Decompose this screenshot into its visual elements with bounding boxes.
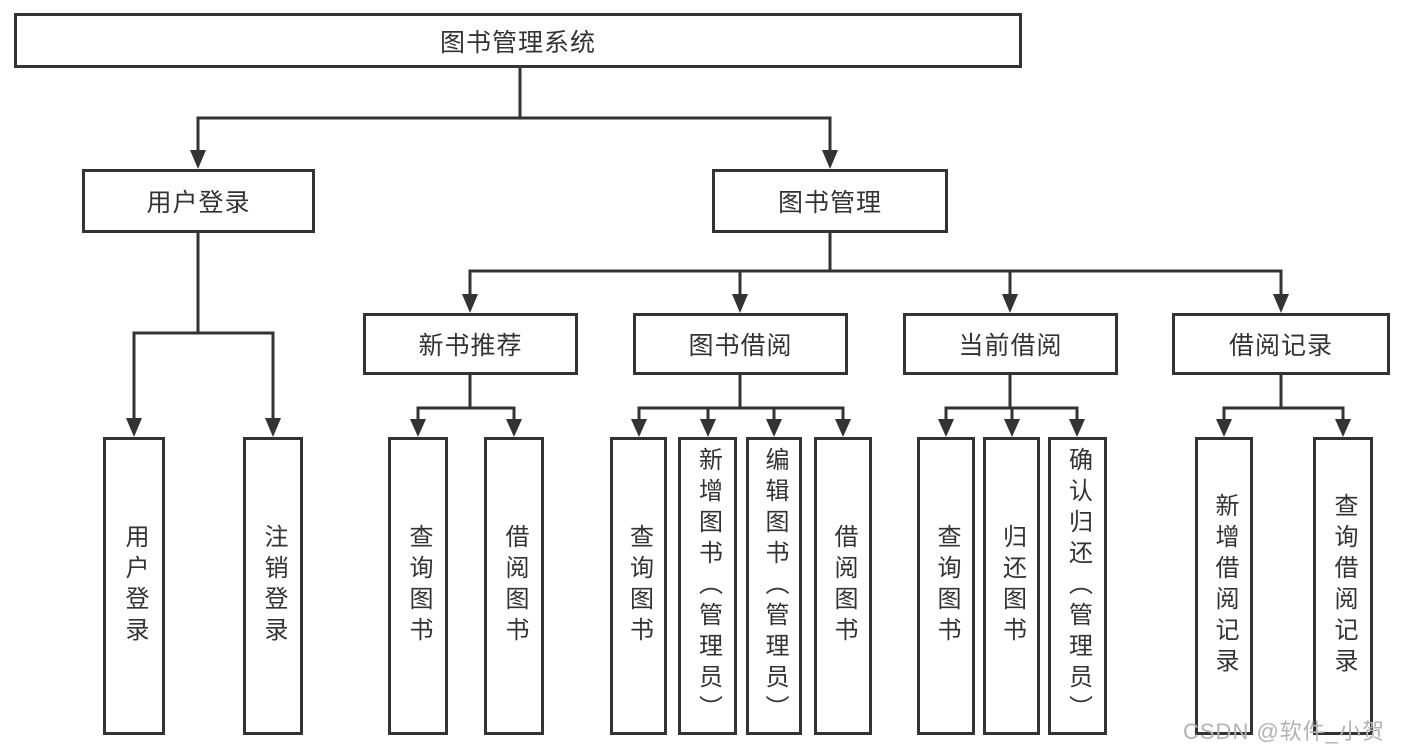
leaf-nb-query-books: 查询图书 bbox=[388, 437, 448, 735]
node-borrowing-records: 借阅记录 bbox=[1172, 313, 1390, 375]
arrow-down-icon bbox=[1002, 294, 1018, 313]
watermark: CSDN @软件_小贺同学 bbox=[1183, 719, 1386, 744]
leaf-bb-add-book-admin: 新增图书（管理员） bbox=[678, 437, 737, 735]
arrow-down-icon bbox=[822, 150, 838, 169]
arrow-down-icon bbox=[190, 150, 206, 169]
node-new-book-recommendation: 新书推荐 bbox=[363, 313, 578, 375]
node-book-borrowing: 图书借阅 bbox=[633, 313, 848, 375]
arrow-down-icon bbox=[732, 294, 748, 313]
leaf-cb-confirm-return-admin: 确认归还（管理员） bbox=[1048, 437, 1107, 735]
arrow-down-icon bbox=[835, 419, 851, 437]
leaf-logout: 注销登录 bbox=[243, 437, 303, 735]
leaf-bb-edit-book-admin: 编辑图书（管理员） bbox=[746, 437, 802, 735]
node-root: 图书管理系统 bbox=[14, 13, 1022, 68]
arrow-down-icon bbox=[265, 418, 281, 437]
arrow-down-icon bbox=[938, 419, 954, 437]
arrow-down-icon bbox=[1004, 419, 1020, 437]
arrow-down-icon bbox=[410, 419, 426, 437]
node-user-login: 用户登录 bbox=[82, 169, 315, 233]
leaf-nb-borrow-books: 借阅图书 bbox=[484, 437, 544, 735]
arrow-down-icon bbox=[1335, 419, 1351, 437]
arrow-down-icon bbox=[1273, 294, 1289, 313]
node-book-management: 图书管理 bbox=[712, 169, 948, 233]
arrow-down-icon bbox=[1069, 419, 1085, 437]
arrow-down-icon bbox=[1216, 419, 1232, 437]
leaf-user-login: 用户登录 bbox=[103, 437, 165, 735]
leaf-cb-query-books: 查询图书 bbox=[917, 437, 975, 735]
leaf-cb-return-books: 归还图书 bbox=[983, 437, 1040, 735]
leaf-bb-borrow-books: 借阅图书 bbox=[814, 437, 872, 735]
arrow-down-icon bbox=[631, 419, 647, 437]
arrow-down-icon bbox=[462, 294, 478, 313]
leaf-br-query-borrow-record: 查询借阅记录 bbox=[1313, 437, 1373, 735]
arrow-down-icon bbox=[700, 419, 716, 437]
leaf-br-add-borrow-record: 新增借阅记录 bbox=[1195, 437, 1253, 735]
arrow-down-icon bbox=[766, 419, 782, 437]
arrow-down-icon bbox=[506, 419, 522, 437]
node-current-borrowing: 当前借阅 bbox=[903, 313, 1118, 375]
arrow-down-icon bbox=[126, 418, 142, 437]
leaf-bb-query-books: 查询图书 bbox=[610, 437, 667, 735]
